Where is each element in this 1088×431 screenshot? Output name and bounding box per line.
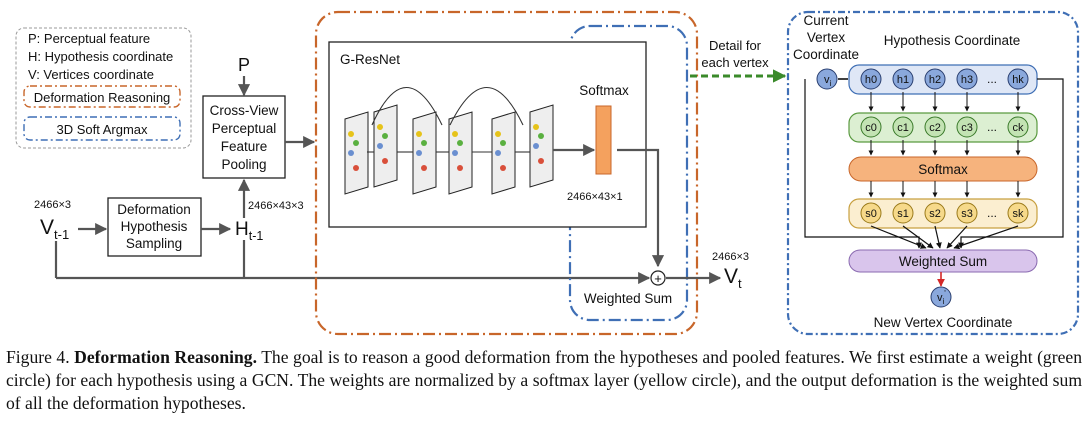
legend: P: Perceptual feature H: Hypothesis coor… — [15, 27, 192, 149]
current-line-3: Coordinate — [793, 47, 859, 62]
cvp-line-1: Cross-View — [210, 103, 279, 118]
detail-weighted-sum-label: Weighted Sum — [899, 254, 987, 269]
c-item-3: c3 — [961, 122, 973, 134]
g-resnet-box — [328, 41, 647, 228]
gcn-layer-1 — [344, 111, 369, 195]
sum-plus: + — [654, 271, 662, 286]
s-item-ellipsis: ... — [987, 206, 997, 220]
legend-deformation-reasoning-label: Deformation Reasoning — [34, 90, 171, 105]
c-item-2: c2 — [929, 122, 941, 134]
legend-box — [15, 27, 192, 149]
gcn-layer-4 — [448, 111, 473, 195]
h-item-2: h2 — [929, 74, 941, 86]
s-item-2: s2 — [929, 208, 941, 220]
detail-connector: Detail for each vertex — [690, 38, 787, 83]
softmax-label: Softmax — [579, 83, 629, 98]
left-flow: P Cross-View Perceptual Feature Pooling … — [34, 55, 651, 285]
cross-view-pooling-box — [202, 95, 286, 179]
caption-figure-number: Figure 4. — [6, 347, 70, 367]
c-item-1: c1 — [897, 122, 909, 134]
gcn-layer-2 — [373, 104, 398, 188]
legend-item-h: H: Hypothesis coordinate — [28, 49, 173, 64]
soft-argmax-border — [568, 24, 689, 322]
current-vertex-node — [816, 68, 838, 90]
s-item-k: sk — [1013, 208, 1025, 220]
new-vertex-coordinate-label: New Vertex Coordinate — [874, 315, 1013, 330]
softmax-dim-label: 2466×43×1 — [567, 191, 623, 203]
h-item-1: h1 — [897, 74, 909, 86]
hypothesis-coordinate-title: Hypothesis Coordinate — [884, 33, 1021, 48]
detail-panel-border — [786, 10, 1080, 336]
legend-item-v: V: Vertices coordinate — [28, 67, 154, 82]
h-item-0: h0 — [865, 74, 877, 86]
converging-arrows — [804, 78, 1064, 250]
dhs-line-3: Sampling — [126, 236, 182, 251]
new-vertex-label: vi' — [937, 289, 946, 306]
deformation-reasoning-diagram: P: Perceptual feature H: Hypothesis coor… — [15, 10, 1080, 336]
current-line-1: Current — [803, 13, 848, 28]
deformation-reasoning-module: G-ResNet — [314, 10, 749, 336]
caption-text: The goal is to reason a good deformation… — [6, 347, 1083, 413]
h-item-k: hk — [1012, 74, 1024, 86]
detail-panel: Current Vertex Coordinate Hypothesis Coo… — [786, 10, 1080, 336]
legend-soft-argmax-box — [23, 116, 181, 141]
skip-connection-1 — [371, 86, 443, 126]
skip-connection-2 — [449, 86, 524, 126]
c-row: c0 c1 c2 c3 ... ck — [860, 116, 1029, 138]
c-item-ellipsis: ... — [987, 120, 997, 134]
weighted-sum-label: Weighted Sum — [584, 291, 672, 306]
gcn-layer-5 — [491, 111, 516, 195]
cvp-line-4: Pooling — [221, 157, 266, 172]
h-t-minus-1-label: Ht-1 — [235, 219, 263, 243]
deformation-reasoning-border — [314, 10, 699, 336]
detail-softmax-label: Softmax — [918, 162, 968, 177]
s-item-3: s3 — [961, 208, 973, 220]
h-item-3: h3 — [961, 74, 973, 86]
caption-title: Deformation Reasoning. — [74, 347, 257, 367]
c-to-softmax-arrows — [868, 140, 1021, 156]
gcn-layer-6 — [529, 104, 554, 188]
deformation-sampling-box — [107, 197, 202, 257]
s-row: s0 s1 s2 s3 ... sk — [860, 202, 1029, 224]
h-dim-label: 2466×43×3 — [248, 200, 304, 212]
v-dim-label: 2466×3 — [34, 199, 71, 211]
new-vertex-node — [930, 286, 952, 308]
gcn-layer-3 — [412, 111, 437, 195]
legend-item-p: P: Perceptual feature — [28, 31, 150, 46]
cvp-line-3: Feature — [221, 139, 268, 154]
g-resnet-label: G-ResNet — [340, 52, 400, 67]
figure-caption: Figure 4. Deformation Reasoning. The goa… — [6, 346, 1082, 415]
vt-dim-label: 2466×3 — [712, 251, 749, 263]
detail-line-2: each vertex — [701, 55, 769, 70]
c-item-k: ck — [1013, 122, 1025, 134]
h-item-ellipsis: ... — [987, 72, 997, 86]
detail-softmax-bar — [848, 156, 1038, 182]
softmax-bar — [595, 105, 612, 175]
v-t-minus-1-label: Vt-1 — [40, 216, 69, 242]
detail-line-1: Detail for — [709, 38, 762, 53]
sum-node — [650, 270, 666, 286]
h-to-c-arrows — [868, 92, 1021, 112]
vt-label: Vt — [724, 265, 742, 291]
s-item-0: s0 — [865, 208, 877, 220]
cvp-line-2: Perceptual — [212, 121, 277, 136]
detail-weighted-sum-bar — [848, 249, 1038, 273]
legend-deformation-reasoning-box — [23, 85, 181, 108]
legend-soft-argmax-label: 3D Soft Argmax — [56, 122, 148, 137]
h-row: h0 h1 h2 h3 ... hk — [860, 68, 1029, 90]
dhs-line-1: Deformation — [117, 202, 191, 217]
softmax-to-s-arrows — [868, 181, 1021, 198]
current-vertex-label: vi — [824, 74, 832, 88]
p-label: P — [238, 55, 250, 75]
c-item-0: c0 — [865, 122, 877, 134]
current-line-2: Vertex — [807, 30, 846, 45]
dhs-line-2: Hypothesis — [121, 219, 188, 234]
s-item-1: s1 — [897, 208, 909, 220]
